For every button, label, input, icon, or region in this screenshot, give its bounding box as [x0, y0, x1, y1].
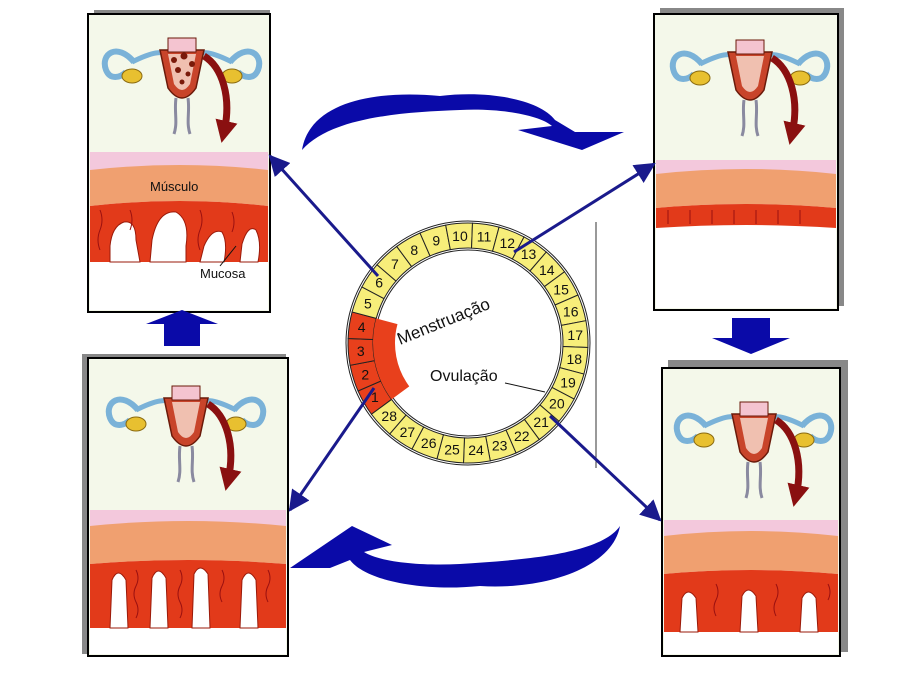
cycle-arrow-right-down [712, 318, 790, 354]
ovulation-pointer [504, 382, 546, 393]
cycle-day-label: 26 [421, 435, 437, 451]
uterus-illustration-top-left [105, 38, 259, 134]
cycle-day-label: 18 [567, 351, 583, 367]
connector-to-top-left [268, 154, 380, 278]
panel-bottom-right [661, 360, 848, 657]
menstruation-label: Menstruação [394, 294, 492, 348]
ovulation-label: Ovulação [430, 368, 498, 385]
cycle-day-label: 5 [364, 296, 372, 312]
cycle-day-label: 23 [492, 438, 508, 454]
cycle-day-label: 22 [514, 428, 530, 444]
cycle-day-segment [370, 398, 407, 435]
panel-top-right [653, 8, 844, 311]
panel-bottom-left [82, 354, 289, 657]
connector-to-bottom-right [548, 414, 662, 522]
cycle-day-label: 19 [560, 374, 576, 390]
cycle-day-label: 28 [381, 408, 397, 424]
cycle-day-label: 6 [375, 274, 383, 290]
cycle-day-label: 2 [361, 367, 369, 383]
ring-rim [345, 220, 591, 466]
cycle-day-label: 4 [358, 319, 366, 335]
cycle-day-label: 1 [371, 389, 379, 405]
cycle-day-label: 10 [452, 228, 468, 244]
cycle-day-label: 21 [533, 414, 549, 430]
cycle-day-label: 17 [567, 327, 583, 343]
cycle-arrow-top [302, 94, 624, 150]
cycle-day-label: 14 [539, 262, 555, 278]
connector-to-top-right [513, 162, 656, 254]
cycle-day-label: 9 [432, 232, 440, 248]
cycle-day-label: 20 [549, 396, 565, 412]
cycle-day-label: 27 [400, 424, 416, 440]
menstruation-band [373, 318, 410, 400]
cycle-day-label: 7 [391, 256, 399, 272]
muscle-label: Músculo [150, 179, 198, 194]
connector-to-bottom-left [288, 387, 376, 512]
mucosa-label: Mucosa [200, 266, 246, 281]
cycle-day-label: 13 [521, 246, 537, 262]
cycle-arrow-bottom [290, 526, 620, 588]
cycle-day-label: 11 [477, 229, 492, 245]
cycle-day-label: 8 [410, 242, 418, 258]
muscle-layer [90, 165, 268, 206]
cycle-arrow-left-up [146, 310, 218, 346]
cycle-day-label: 25 [444, 441, 460, 457]
cycle-day-label: 24 [468, 442, 484, 458]
panel-top-left: Músculo Mucosa [87, 10, 271, 313]
cycle-day-label: 16 [563, 303, 579, 319]
cycle-day-label: 12 [499, 235, 515, 251]
cycle-day-label: 15 [553, 281, 569, 297]
cycle-day-label: 3 [357, 343, 365, 359]
